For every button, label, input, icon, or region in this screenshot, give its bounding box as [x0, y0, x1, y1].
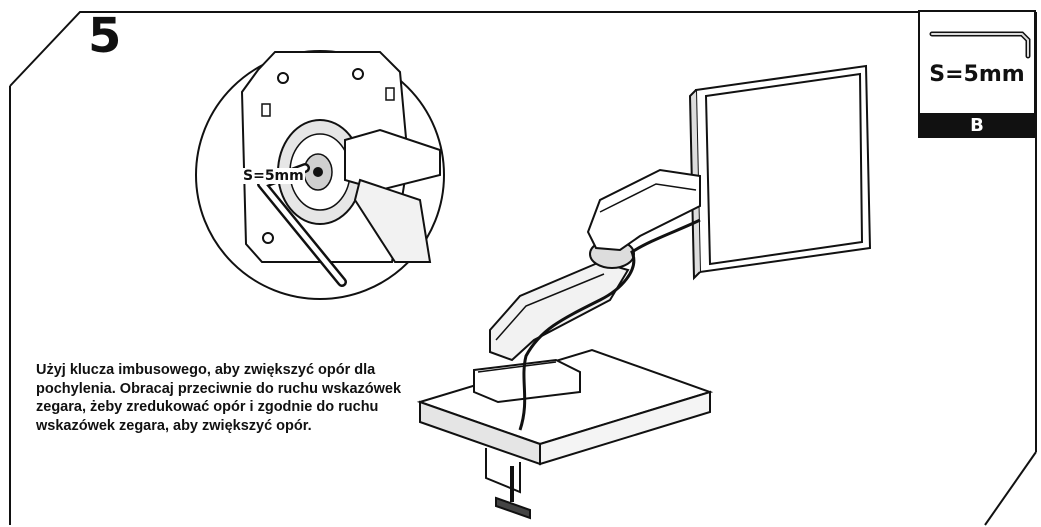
- step-number: 5: [88, 8, 122, 64]
- tool-size-label: S=5mm: [929, 62, 1025, 87]
- detail-size-label: S=5mm: [242, 168, 305, 184]
- tool-letter-label: B: [970, 115, 984, 136]
- tool-box: [918, 10, 1036, 138]
- hex-key-icon: [929, 31, 1031, 59]
- desk-icon: [416, 348, 714, 466]
- instruction-text: Użyj klucza imbusowego, aby zwiększyć op…: [36, 362, 402, 434]
- monitor-icon: [688, 64, 872, 281]
